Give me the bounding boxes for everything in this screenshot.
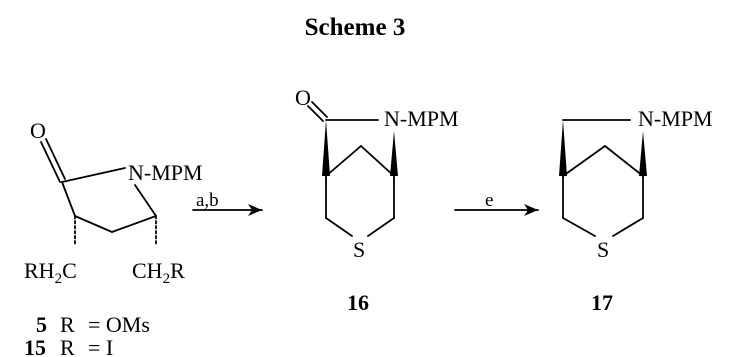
compound-17: N-MPM S 17 — [559, 106, 713, 315]
ring-s-right-17 — [612, 217, 644, 237]
legend: 5 R = OMs 15 R = I — [24, 312, 150, 357]
ring-s-left-16 — [325, 217, 353, 237]
bridge-right-16 — [360, 145, 395, 177]
legend-r-value-5: = OMs — [88, 312, 150, 337]
ring-bond-n — [134, 184, 157, 217]
reaction-arrow-2: e — [454, 190, 539, 216]
legend-number-15: 15 — [24, 335, 46, 357]
carbonyl-bond-2 — [45, 138, 66, 180]
carbonyl-oxygen: O — [30, 118, 46, 143]
legend-number-5: 5 — [36, 312, 47, 337]
ring-bond-carbonyl — [61, 181, 76, 217]
arrow-head-2 — [524, 204, 538, 216]
sulfur-17: S — [597, 237, 609, 262]
bridge-right-17 — [604, 145, 644, 177]
ring-s-right-16 — [367, 217, 395, 237]
legend-r-label-5: R — [60, 312, 75, 337]
legend-r-value-15: = I — [88, 335, 113, 357]
compound-number-17: 17 — [591, 290, 613, 315]
legend-r-label-15: R — [60, 335, 75, 357]
compound-number-16: 16 — [347, 290, 369, 315]
ring-s-left-17 — [562, 217, 596, 237]
ring-bond-right — [111, 215, 157, 233]
sulfur-16: S — [353, 237, 365, 262]
carbonyl-bond-16-b — [311, 101, 328, 118]
reagents-label-2: e — [485, 190, 493, 211]
ring-bond-top — [61, 167, 126, 183]
reaction-arrow-1: a,b — [192, 190, 263, 216]
wedge-left-17 — [559, 120, 567, 176]
wedge-right-17 — [639, 131, 647, 176]
reagents-label-1: a,b — [196, 190, 219, 211]
nitrogen-group-16: N-MPM — [384, 106, 459, 131]
carbonyl-oxygen-16: O — [295, 85, 311, 110]
bridge-left-16 — [325, 145, 362, 177]
carbonyl-bond-16-a — [307, 105, 324, 122]
nitrogen-group-label: N-MPM — [128, 160, 203, 185]
scheme-title: Scheme 3 — [305, 14, 406, 41]
nitrogen-group-17: N-MPM — [638, 106, 713, 131]
substituent-left: RH2C — [24, 258, 77, 287]
wedge-left-16 — [322, 120, 330, 176]
substituent-right: CH2R — [132, 258, 185, 287]
compound-5-15: O N-MPM RH2C CH2R — [24, 118, 203, 287]
ring-bond-left — [74, 215, 113, 233]
bridge-left-17 — [562, 145, 606, 177]
arrow-head-1 — [248, 204, 262, 216]
compound-16: O N-MPM S 16 — [295, 85, 459, 315]
wedge-right-16 — [390, 131, 398, 176]
carbonyl-bond-1 — [40, 141, 61, 183]
